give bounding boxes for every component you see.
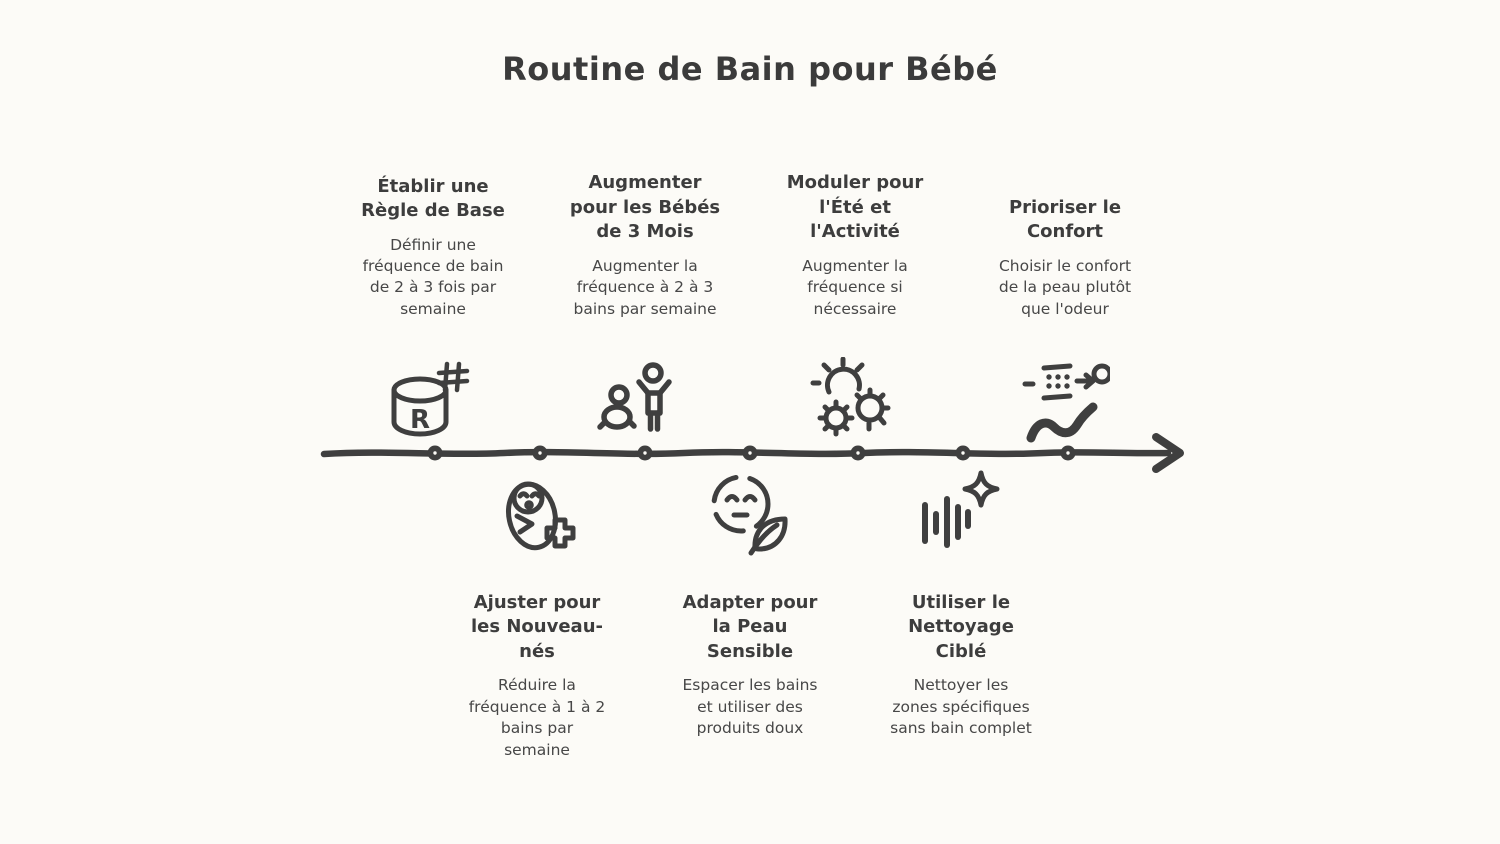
timeline-arrow — [320, 433, 1184, 473]
step-heading: Moduler pour l'Été et l'Activité — [786, 172, 924, 243]
timeline-markers — [427, 445, 1076, 461]
step-adapt-sensitive-skin: Adapter pour la Peau Sensible Espacer le… — [635, 591, 865, 740]
step-body: Choisir le confort de la peau plutôt que… — [998, 256, 1132, 318]
step-body: Définir une fréquence de bain de 2 à 3 f… — [362, 235, 504, 318]
step-body: Augmenter la fréquence à 2 à 3 bains par… — [573, 256, 717, 318]
step-targeted-cleaning: Utiliser le Nettoyage Ciblé Nettoyer les… — [846, 591, 1076, 740]
prioritize-comfort-icon — [1022, 355, 1113, 443]
sun-germs-icon — [809, 356, 897, 445]
step-heading: Utiliser le Nettoyage Ciblé — [908, 592, 1014, 662]
step-increase-3-months: Augmenter pour les Bébés de 3 Mois Augme… — [530, 171, 760, 320]
targeted-cleaning-waveform-icon — [912, 466, 1000, 554]
step-heading: Ajuster pour les Nouveau- nés — [471, 592, 603, 662]
rule-database-icon: R — [383, 358, 471, 446]
baby-three-months-icon — [596, 358, 684, 446]
step-establish-rule: Établir une Règle de Base Définir une fr… — [318, 175, 548, 320]
step-adjust-newborns: Ajuster pour les Nouveau- nés Réduire la… — [422, 591, 652, 761]
step-body: Augmenter la fréquence si nécessaire — [802, 256, 908, 318]
step-prioritize-comfort: Prioriser le Confort Choisir le confort … — [950, 196, 1180, 320]
step-modulate-summer: Moduler pour l'Été et l'Activité Augment… — [740, 171, 970, 320]
step-heading: Établir une Règle de Base — [361, 175, 505, 222]
database-letter: R — [410, 405, 430, 435]
step-body: Nettoyer les zones spécifiques sans bain… — [890, 676, 1032, 738]
step-body: Espacer les bains et utiliser des produi… — [682, 676, 818, 738]
sensitive-skin-leaf-icon — [704, 468, 792, 556]
page-title: Routine de Bain pour Bébé — [502, 50, 998, 88]
step-heading: Augmenter pour les Bébés de 3 Mois — [569, 172, 721, 243]
newborn-baby-icon — [493, 467, 581, 555]
step-heading: Prioriser le Confort — [1008, 196, 1122, 243]
step-body: Réduire la fréquence à 1 à 2 bains par s… — [468, 676, 606, 759]
step-heading: Adapter pour la Peau Sensible — [682, 592, 818, 662]
